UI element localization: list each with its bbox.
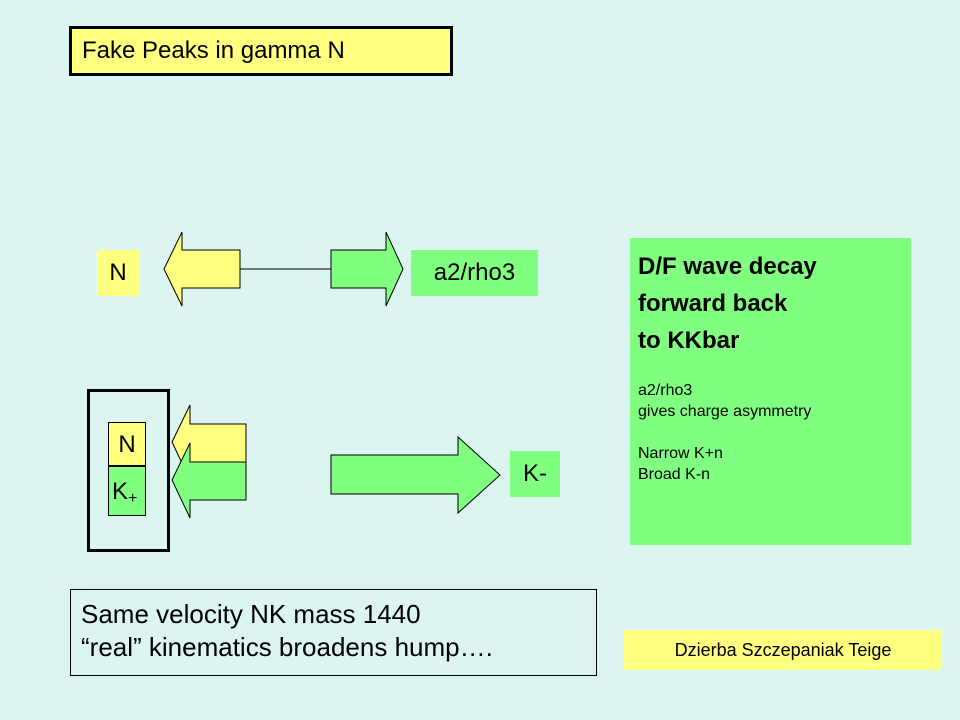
info-heading-line: to KKbar [638, 327, 740, 354]
info-line-charge-asymmetry: gives charge asymmetry [638, 403, 812, 420]
kaon-minus-label: K- [510, 451, 560, 497]
right-arrow-green-top [330, 231, 404, 307]
info-line-narrow: Narrow K+n [638, 445, 723, 462]
decay-info-box: D/F wave decay forward back to KKbar a2/… [630, 238, 911, 545]
author-credit: Dzierba Szczepaniak Teige [624, 630, 942, 670]
kaon-label-text: K [112, 478, 129, 505]
page-title: Fake Peaks in gamma N [82, 37, 345, 64]
note-line-kinematics: “real” kinematics broadens hump…. [81, 632, 493, 662]
left-arrow-yellow-top [163, 231, 241, 307]
a2-rho3-label: a2/rho3 [411, 250, 538, 296]
kaon-plus-label: K+ [108, 466, 146, 516]
info-heading: D/F wave decay forward back to KKbar [638, 248, 903, 359]
nucleon-label-top: N [97, 250, 139, 296]
info-line-broad: Broad K-n [638, 466, 711, 483]
note-box: Same velocity NK mass 1440 “real” kinema… [70, 589, 597, 676]
title-box: Fake Peaks in gamma N [69, 26, 453, 76]
right-arrow-green-bottom [330, 435, 501, 515]
info-heading-line: D/F wave decay [638, 253, 817, 280]
nk-container-box [87, 389, 170, 552]
info-line-a2rho3: a2/rho3 [638, 382, 693, 399]
nucleon-label-bottom: N [108, 422, 146, 466]
kaon-charge-plus: + [128, 490, 138, 507]
left-arrow-green-bottom [171, 442, 247, 519]
note-line-velocity: Same velocity NK mass 1440 [81, 599, 421, 629]
info-heading-line: forward back [638, 290, 788, 317]
